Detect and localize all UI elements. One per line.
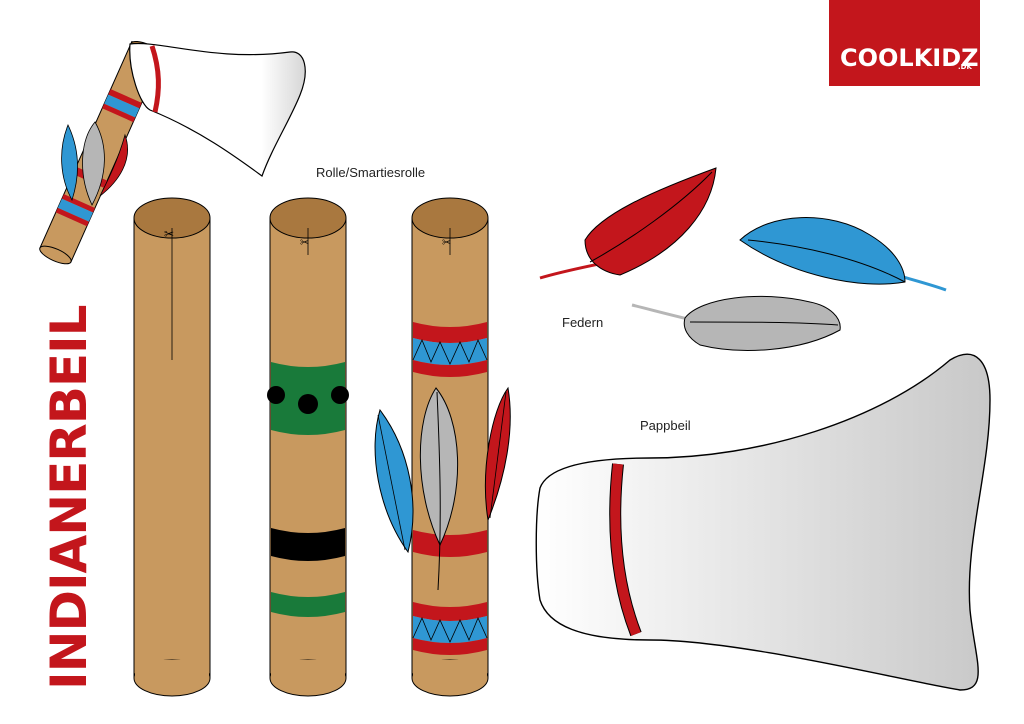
cardboard-axe-blade [535,353,991,691]
roll-decorated: ✂ [374,197,511,697]
label-cardboard-axe: Pappbeil [640,418,691,433]
feather-blue [739,217,947,292]
roll-green-black: ✂ [267,197,349,697]
label-roll: Rolle/Smartiesrolle [316,165,425,180]
coolkidz-logo[interactable]: COOLKIDZ .DK [829,0,980,86]
feather-grey [631,295,841,351]
scissors-icon: ✂ [164,227,174,241]
scissors-icon: ✂ [442,236,451,249]
logo-background [829,0,980,86]
feather-red [539,167,717,280]
logo-text: COOLKIDZ [840,44,979,72]
assembled-axe-illustration [39,40,306,265]
label-feathers: Federn [562,315,603,330]
scissors-icon: ✂ [300,236,309,249]
roll-plain: ✂ [133,197,211,697]
logo-suffix: .DK [958,63,972,71]
page-title: INDIANERBEIL [40,305,98,690]
